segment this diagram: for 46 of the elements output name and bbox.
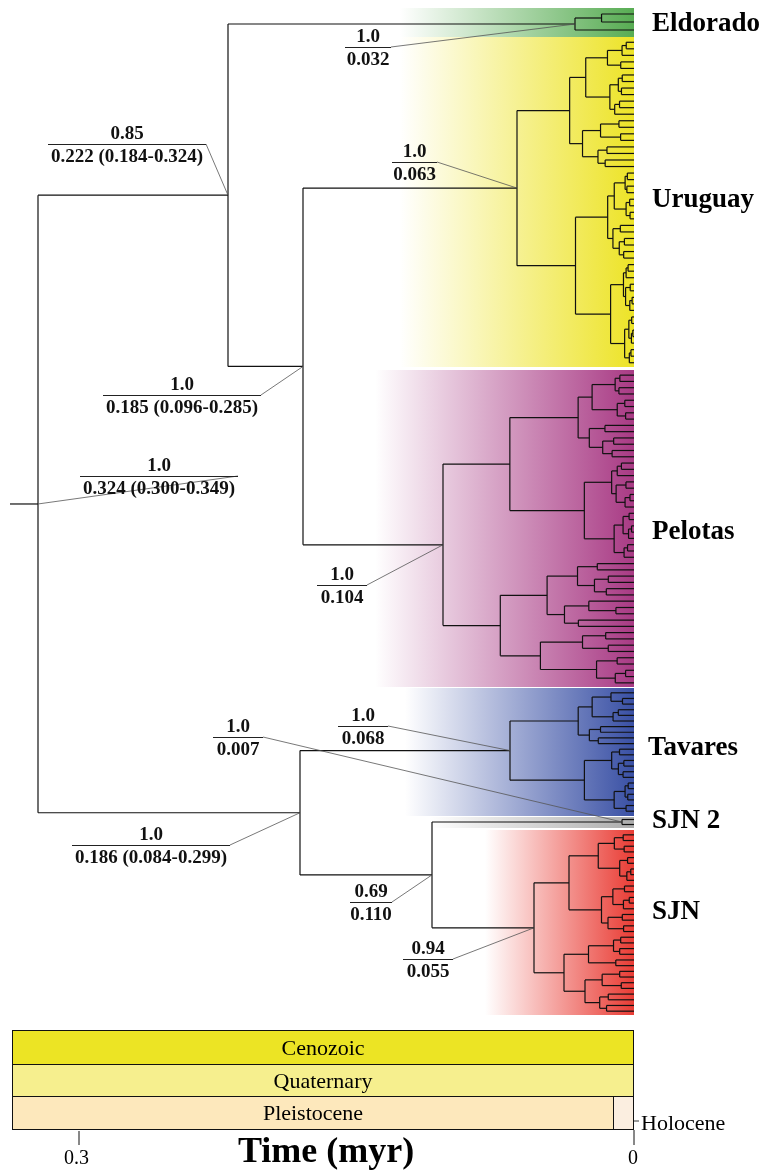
clade-label: Eldorado <box>652 8 761 38</box>
posterior-probability: 0.85 <box>48 122 206 145</box>
leader-line <box>391 874 433 903</box>
leader-line <box>436 161 518 189</box>
divergence-time: 0.185 (0.096-0.285) <box>105 396 259 418</box>
leader-line <box>205 143 229 196</box>
time-period-box: Pleistocene <box>12 1096 614 1130</box>
leader-line <box>452 927 535 960</box>
divergence-time: 0.110 <box>350 903 392 925</box>
divergence-time: 0.324 (0.300-0.349) <box>82 477 236 499</box>
period-label: Holocene <box>641 1111 726 1135</box>
leader-line <box>229 812 301 846</box>
axis-title: Time (myr) <box>238 1131 415 1171</box>
divergence-time: 0.104 <box>319 586 365 608</box>
tick-label: 0.3 <box>64 1146 89 1168</box>
posterior-probability: 0.69 <box>350 880 392 903</box>
clade-label: Tavares <box>648 732 739 762</box>
posterior-probability: 1.0 <box>338 704 388 727</box>
leader-line <box>390 23 576 48</box>
leader-line <box>260 366 304 396</box>
divergence-time: 0.222 (0.184-0.324) <box>50 145 204 167</box>
time-period-box: Quaternary <box>12 1064 634 1097</box>
leader-line <box>262 736 623 823</box>
tick-label: 0 <box>628 1146 638 1168</box>
leader-line <box>37 475 239 505</box>
posterior-probability: 1.0 <box>72 823 230 846</box>
divergence-time: 0.063 <box>392 163 437 185</box>
clade-label: Uruguay <box>652 184 754 214</box>
divergence-time: 0.186 (0.084-0.299) <box>74 846 228 868</box>
posterior-probability: 1.0 <box>103 373 261 396</box>
clade-label: Pelotas <box>652 516 735 546</box>
divergence-time: 0.032 <box>345 48 391 70</box>
divergence-time: 0.007 <box>215 738 261 760</box>
time-period-box: Cenozoic <box>12 1030 634 1065</box>
posterior-probability: 1.0 <box>392 140 437 163</box>
posterior-probability: 1.0 <box>317 563 367 586</box>
posterior-probability: 0.94 <box>403 937 453 960</box>
clade-label: SJN 2 <box>652 805 721 835</box>
posterior-probability: 1.0 <box>80 454 238 477</box>
clade-label: SJN <box>652 896 700 926</box>
posterior-probability: 1.0 <box>213 715 263 738</box>
leader-line <box>366 544 444 586</box>
posterior-probability: 1.0 <box>345 25 391 48</box>
divergence-time: 0.055 <box>405 960 451 982</box>
divergence-time: 0.068 <box>340 727 386 749</box>
leader-line <box>387 725 511 751</box>
